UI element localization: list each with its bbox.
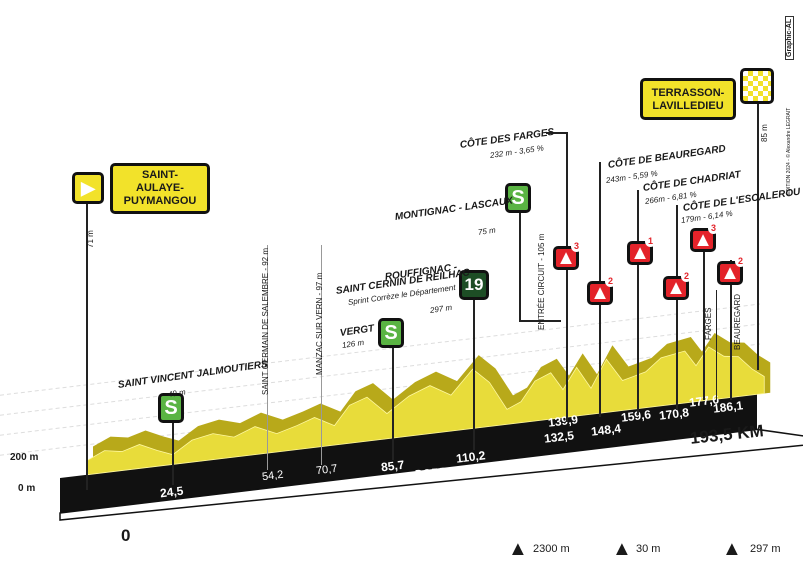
play-flag-icon: ▶ xyxy=(72,172,104,204)
town-label: ENTRÉE CIRCUIT - 105 m xyxy=(537,233,546,330)
km-label: 24,5 xyxy=(159,483,185,501)
mountain-low-icon: ▲ xyxy=(612,538,632,560)
town-label: MANZAC SUR VERN - 97 m xyxy=(315,272,324,375)
town-label: FARGES xyxy=(704,307,713,340)
climb-cat-icon: ▲2 xyxy=(663,271,692,300)
base-band xyxy=(60,394,757,513)
town-label: BEAUREGARD xyxy=(733,293,742,350)
legend-value: 30 m xyxy=(636,543,661,555)
edition-credit: ÉDITION 2024 - © Alexandre LEGRAIT xyxy=(786,107,792,195)
base-edge xyxy=(59,428,803,521)
start-label: SAINT-AULAYE-PUYMANGOU xyxy=(110,163,210,214)
climb-cat-icon: ▲2 xyxy=(717,256,746,285)
legend-value: 2300 m xyxy=(533,543,570,555)
km-label: 85,7 xyxy=(380,457,406,475)
start-alt: 71 m xyxy=(86,230,95,248)
axis-200m: 200 m xyxy=(10,452,39,463)
checkered-flag-icon xyxy=(740,68,774,104)
grid-line xyxy=(0,303,761,396)
finish-alt: 85 m xyxy=(760,124,769,142)
mountain-high-icon: ▲ xyxy=(508,538,528,560)
legend-value: 297 m xyxy=(750,543,781,555)
bonus-sprint-icon: 19 xyxy=(459,270,489,300)
climb-cat-icon: ▲3 xyxy=(690,223,719,252)
sprint-icon: S xyxy=(378,318,404,348)
axis-start-km: 0 xyxy=(121,526,131,545)
grid-line xyxy=(0,343,761,436)
mountain-peak-icon: ▲ xyxy=(722,538,742,560)
grid-line xyxy=(0,323,761,416)
climb-cat-icon: ▲1 xyxy=(627,236,656,265)
climb-cat-icon: ▲3 xyxy=(553,241,582,270)
finish-label: TERRASSON-LAVILLEDIEU xyxy=(640,78,736,120)
graphic-credit: Graphic-AL xyxy=(785,15,794,60)
elevation-area xyxy=(86,346,765,476)
axis-0m: 0 m xyxy=(18,483,36,494)
sprint-icon: S xyxy=(505,183,531,213)
sprint-icon: S xyxy=(158,393,184,423)
town-label: SAINT GERMAIN DE SALEMBRE - 92 m xyxy=(261,248,270,395)
climb-cat-icon: ▲2 xyxy=(587,276,616,305)
